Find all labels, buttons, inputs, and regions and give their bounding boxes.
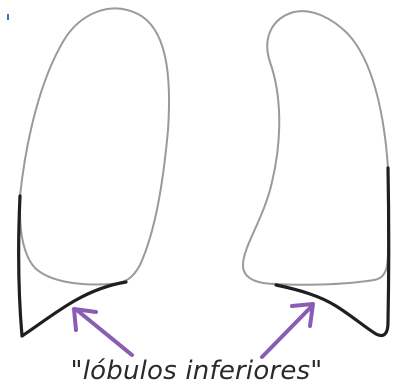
right-arrow-shaft — [262, 308, 310, 357]
right-arrow — [262, 304, 313, 357]
left-arrow — [74, 309, 132, 355]
left-inferior-lobe-edge — [19, 196, 126, 336]
right-lung-outline — [243, 11, 388, 285]
left-arrow-shaft — [78, 311, 132, 355]
caption-text: "lóbulos inferiores" — [0, 356, 393, 386]
right-inferior-lobe-edge — [276, 168, 389, 336]
left-lung — [19, 8, 169, 336]
right-lung — [243, 11, 389, 335]
corner-tick-mark — [7, 14, 9, 20]
left-lung-outline — [20, 8, 169, 284]
